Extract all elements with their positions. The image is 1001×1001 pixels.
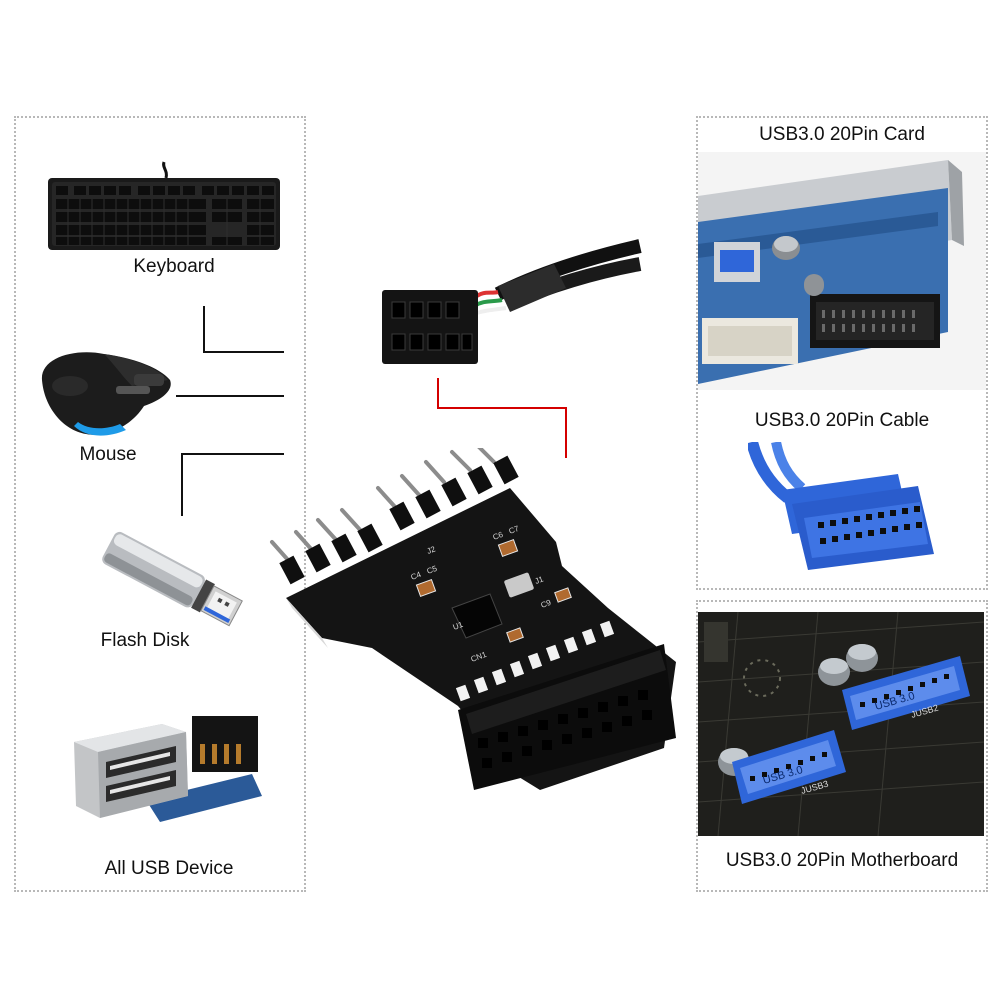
right-panel-bottom-frame [696, 600, 988, 892]
mouse-label: Mouse [79, 444, 137, 465]
silk-c7: C7 [508, 524, 521, 536]
usb3-cable-image [748, 442, 934, 570]
silk-j2: J2 [426, 544, 438, 556]
silk-c9: C9 [540, 598, 553, 610]
nine-pin-cable-connector [382, 239, 642, 364]
cable-label: USB3.0 20Pin Cable [754, 410, 930, 431]
right-panel-top-frame [696, 116, 988, 590]
mouse-image [41, 352, 171, 436]
motherboard-label: USB3.0 20Pin Motherboard [725, 850, 959, 871]
silk-j1: J1 [534, 574, 546, 586]
left-panel-frame [14, 116, 306, 892]
silk-c6: C6 [492, 530, 505, 542]
adapter-board: CN1 C4 C5 C6 C7 U1 J1 J2 C9 [270, 448, 676, 790]
flash-disk-image [102, 531, 243, 627]
flash-disk-label: Flash Disk [100, 630, 190, 651]
keyboard-label: Keyboard [133, 256, 215, 277]
keyboard-image [48, 161, 280, 250]
silk-c4: C4 [410, 570, 423, 582]
usb3-card-image [698, 152, 986, 390]
silk-u1: U1 [452, 620, 465, 632]
usb-device-image [74, 716, 262, 822]
card-label: USB3.0 20Pin Card [759, 124, 925, 145]
motherboard-image: USB 3.0 USB 3.0 JUSB2 JUSB3 [698, 612, 984, 836]
silk-c5: C5 [426, 564, 439, 576]
all-usb-device-label: All USB Device [104, 858, 234, 879]
